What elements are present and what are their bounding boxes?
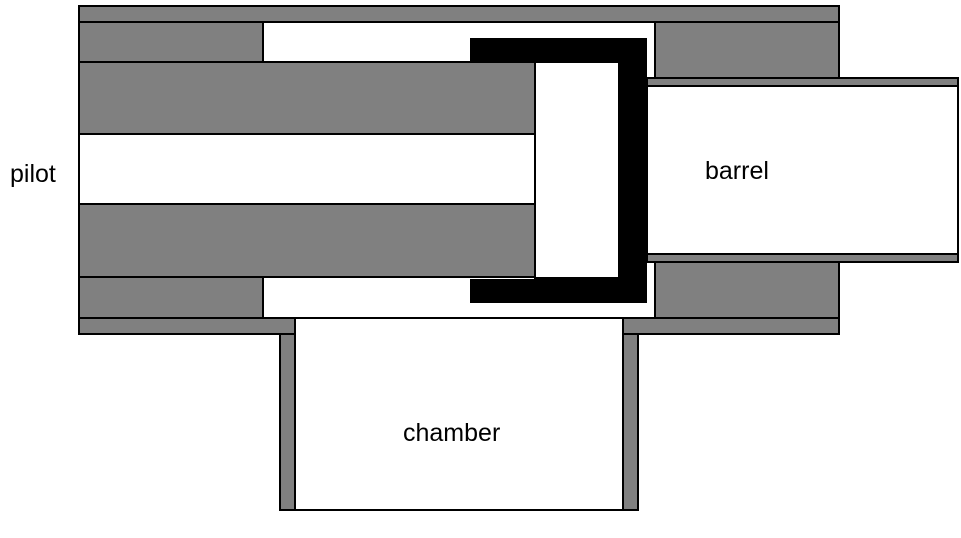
housing-top-bar [78, 5, 840, 23]
chamber-left-wall [279, 333, 296, 511]
pilot-body-upper [78, 61, 536, 135]
pilot-label: pilot [10, 160, 56, 188]
chamber-right-flange [622, 317, 840, 335]
barrel-bore [646, 85, 959, 255]
housing-lower-left-block [78, 276, 264, 319]
housing-upper-right-block [654, 21, 840, 79]
breech-seal-top [470, 38, 647, 62]
chamber-right-wall [622, 333, 639, 511]
piston-pocket [534, 61, 620, 279]
barrel-bottom-wall [646, 253, 959, 263]
barrel-label: barrel [705, 157, 769, 185]
breech-seal-bottom [470, 279, 647, 303]
barrel-top-wall [646, 77, 959, 87]
chamber-interior [294, 317, 624, 511]
breech-seal-right [619, 38, 647, 303]
chamber-left-flange [78, 317, 296, 335]
housing-upper-left-block [78, 21, 264, 63]
pilot-bore [78, 133, 536, 205]
housing-lower-right-block [654, 261, 840, 319]
chamber-label: chamber [403, 419, 501, 447]
pilot-body-lower [78, 203, 536, 278]
